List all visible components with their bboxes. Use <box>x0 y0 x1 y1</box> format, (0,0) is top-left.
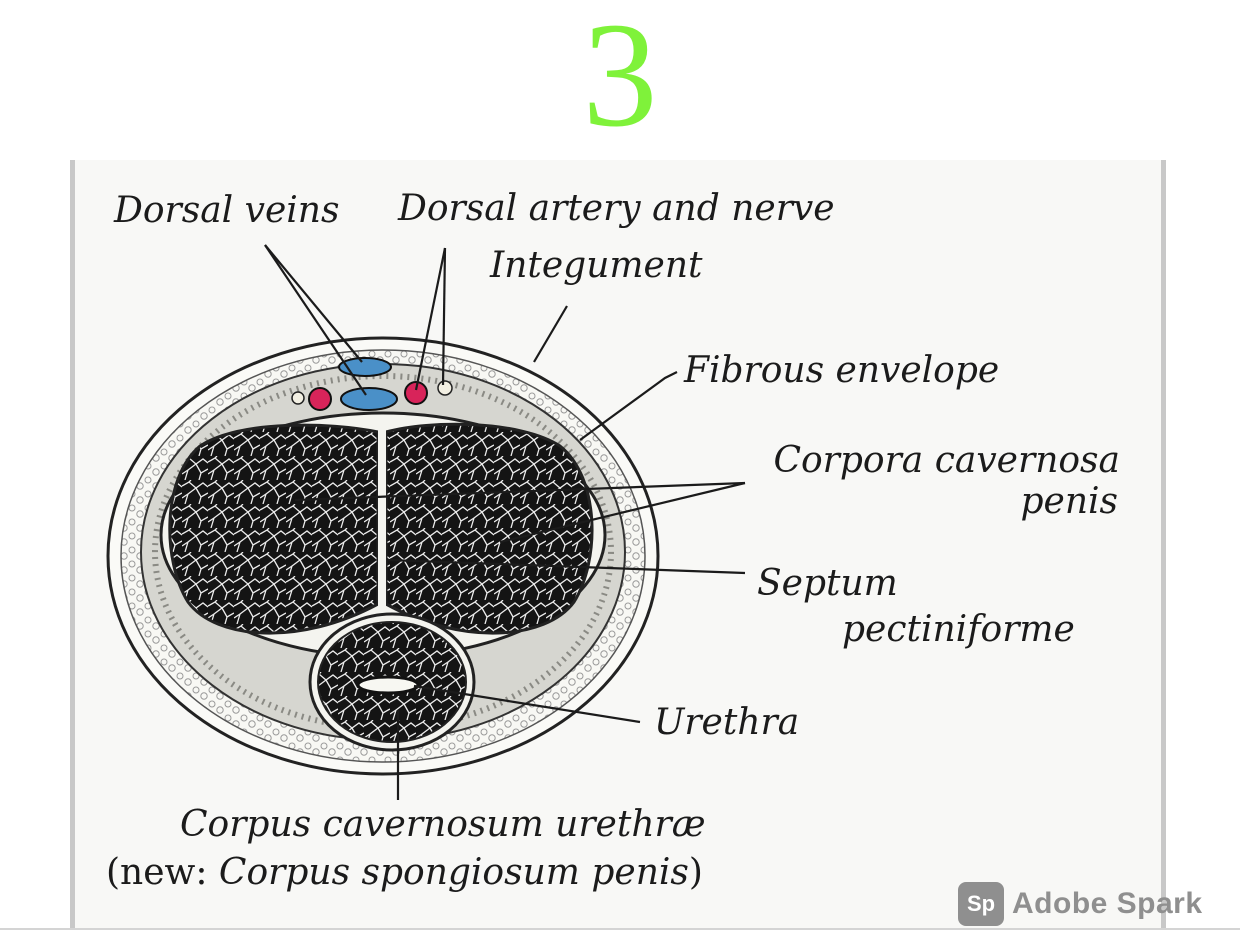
label-corpus-urethrae: Corpus cavernosum urethræ <box>180 804 706 845</box>
label-septum-2: pectiniforme <box>842 609 1075 650</box>
dorsal-artery-right <box>404 381 428 405</box>
bottom-band <box>0 928 1240 930</box>
label-new-prefix: (new: <box>106 852 219 893</box>
dorsal-nerve-right <box>437 380 453 396</box>
label-corpora-cavernosa-1: Corpora cavernosa <box>773 440 1120 481</box>
deep-dorsal-vein <box>340 387 398 411</box>
fibrous-envelope-inner <box>152 373 614 731</box>
label-new-species: Corpus spongiosum penis <box>219 852 689 893</box>
adobe-spark-logo-icon: Sp <box>958 882 1004 926</box>
slide-number: 3 <box>582 0 658 158</box>
watermark-text: Adobe Spark <box>1012 887 1203 920</box>
adobe-spark-watermark: Sp Adobe Spark <box>958 880 1240 928</box>
superficial-dorsal-vein <box>338 357 392 377</box>
label-fibrous-envelope: Fibrous envelope <box>683 350 999 391</box>
label-dorsal-veins: Dorsal veins <box>113 190 339 231</box>
leader-lines <box>264 244 746 800</box>
dorsal-nerve-left <box>291 391 305 405</box>
label-corpora-cavernosa-2: penis <box>1020 481 1118 522</box>
dorsal-artery-left <box>308 387 332 411</box>
label-integument: Integument <box>489 245 703 286</box>
urethra <box>356 675 420 695</box>
corpus-cavernosum-right <box>384 422 594 635</box>
corpus-cavernosum-left <box>168 423 380 635</box>
label-new-name: (new: Corpus spongiosum penis) <box>106 852 703 893</box>
label-urethra: Urethra <box>654 702 799 743</box>
label-new-suffix: ) <box>689 852 703 893</box>
label-dorsal-artery-nerve: Dorsal artery and nerve <box>397 188 835 229</box>
label-septum-1: Septum <box>757 563 898 604</box>
